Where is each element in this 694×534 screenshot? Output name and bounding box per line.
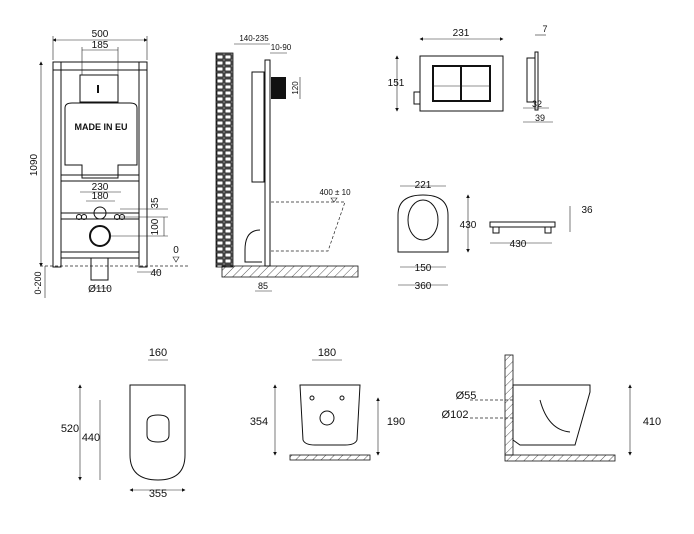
- dim-pipe-diameter: Ø110: [88, 284, 112, 295]
- frame-left-post: [52, 61, 62, 268]
- bowl-side-view: Ø55 Ø102 410: [442, 354, 661, 462]
- dim-wall-depth: 140-235: [239, 34, 269, 43]
- flush-plate-side: [271, 77, 286, 99]
- dim-plate-gap: 10-90: [271, 43, 292, 52]
- floor: [221, 265, 359, 278]
- frame-profile: [264, 59, 271, 267]
- dim-seat-top-width: 221: [415, 180, 432, 191]
- dim-plate-thickness: 7: [542, 24, 547, 34]
- dim-bowl-seat-width: 160: [149, 347, 167, 359]
- dim-bolt-inner: 180: [92, 191, 109, 202]
- side-wall: [504, 354, 514, 456]
- dim-outlet-offset: 85: [258, 281, 268, 291]
- frame-front-view: MADE IN EU 500 185 1090 230 180 35 100 0…: [29, 29, 190, 298]
- frame-side-view: 140-235 10-90 120 400 ± 10 85: [215, 34, 359, 292]
- dim-depth-total: 39: [535, 113, 545, 123]
- dim-inlet-diameter: Ø55: [456, 390, 477, 402]
- dim-hinge-spacing: 150: [415, 263, 432, 274]
- dim-height: 1090: [29, 153, 40, 176]
- dim-bolt-outer: 230: [92, 182, 109, 193]
- dim-adjust-range: 0-200: [33, 271, 43, 294]
- dim-bolt-spacing: 180: [318, 347, 336, 359]
- brick-wall: [215, 52, 234, 268]
- dim-plate-height: 151: [388, 78, 405, 89]
- dim-plate-width: 231: [453, 28, 470, 39]
- dim-bowl-side-height: 410: [643, 416, 661, 428]
- dim-plate-height: 120: [291, 81, 300, 95]
- dim-depth-inner: 32: [532, 99, 542, 109]
- made-in-eu-label: MADE IN EU: [74, 122, 127, 132]
- dim-bowl-length: 440: [82, 432, 100, 444]
- dim-bowl-front-height: 354: [250, 416, 268, 428]
- dim-tank-width: 185: [92, 40, 109, 51]
- seat-view: 221 430 150 360 430 36: [397, 180, 593, 292]
- seat-side: [489, 221, 556, 228]
- flush-plate-view: 231 151 7 32 39: [388, 24, 553, 123]
- dim-bowl-height: 400 ± 10: [319, 188, 351, 197]
- dim-seat-width: 360: [415, 281, 432, 292]
- frame-top-bar: [52, 61, 148, 71]
- bowl-front: [299, 384, 361, 446]
- outlet-bend: [244, 229, 262, 263]
- cistern-tank: [64, 102, 138, 179]
- dim-offset-outlet: 100: [150, 218, 161, 235]
- inlet-pipe: [93, 206, 107, 220]
- flush-mechanism: [79, 74, 119, 103]
- cistern-side: [251, 71, 265, 183]
- bowl-side: [512, 384, 591, 446]
- dim-foot: 40: [150, 268, 162, 279]
- dim-outlet-height: 190: [387, 416, 405, 428]
- outlet-pipe: [89, 225, 111, 247]
- dim-bowl-length-total: 520: [61, 423, 79, 435]
- bowl-front-view: 180 354 190: [250, 347, 405, 461]
- bowl-outline: [271, 201, 346, 252]
- seat-top: [397, 194, 449, 253]
- dim-bowl-width: 355: [149, 488, 167, 500]
- drain-pipe: [90, 257, 109, 281]
- level-zero: 0: [173, 245, 179, 256]
- dim-seat-height: 36: [581, 205, 593, 216]
- dim-width: 500: [92, 29, 109, 40]
- bowl-top-view: 160 520 440 355: [61, 347, 186, 500]
- flush-plate: [419, 55, 504, 112]
- dim-seat-side-length: 430: [510, 239, 527, 250]
- dim-outlet-diameter: Ø102: [442, 409, 469, 421]
- bowl-top: [129, 384, 186, 481]
- dim-offset-top: 35: [150, 197, 161, 209]
- dim-seat-length: 430: [460, 220, 477, 231]
